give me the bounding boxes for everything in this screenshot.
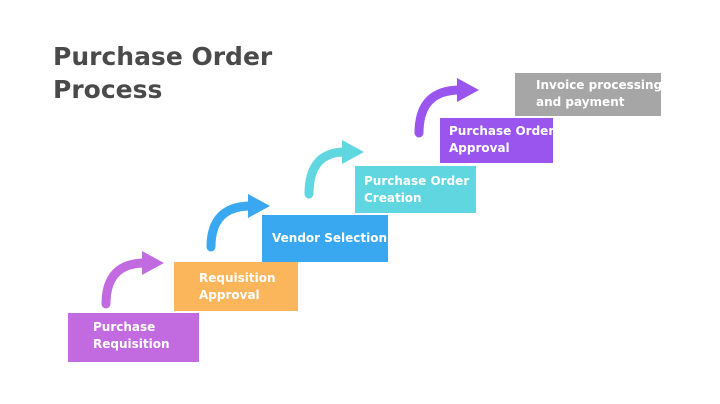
step-purchase-order-approval: Purchase Order Approval bbox=[440, 118, 555, 163]
step-label-line-1: Purchase Order bbox=[364, 174, 470, 188]
step-label-line-2: Approval bbox=[449, 141, 510, 155]
curved-arrow-icon-1 bbox=[101, 251, 164, 309]
step-vendor-selection: Vendor Selection bbox=[262, 215, 388, 262]
diagram-title: Purchase Order Process bbox=[53, 40, 272, 106]
step-label-line-1: Invoice processing bbox=[536, 78, 663, 92]
curved-arrow-icon-3 bbox=[304, 140, 364, 199]
diagram-title-line-2: Process bbox=[53, 75, 163, 104]
diagram-title-line-1: Purchase Order bbox=[53, 42, 273, 71]
step-label-line-2: Requisition bbox=[93, 337, 170, 351]
step-invoice-processing-and-payment: Invoice processing and payment bbox=[515, 73, 663, 116]
step-label-line-1: Purchase Order bbox=[449, 124, 555, 138]
step-label-line-1: Purchase bbox=[93, 320, 156, 334]
step-label-line-1: Requisition bbox=[199, 271, 276, 285]
step-purchase-requisition: Purchase Requisition bbox=[68, 313, 199, 362]
step-label-line-2: Approval bbox=[199, 288, 260, 302]
step-label-line-1: Vendor Selection bbox=[272, 231, 388, 245]
curved-arrow-icon-4 bbox=[414, 78, 479, 138]
curved-arrow-icon-2 bbox=[206, 194, 270, 252]
step-requisition-approval: Requisition Approval bbox=[174, 262, 298, 311]
step-label-line-2: Creation bbox=[364, 191, 422, 205]
step-purchase-order-creation: Purchase Order Creation bbox=[355, 166, 476, 213]
step-label-line-2: and payment bbox=[536, 95, 625, 109]
